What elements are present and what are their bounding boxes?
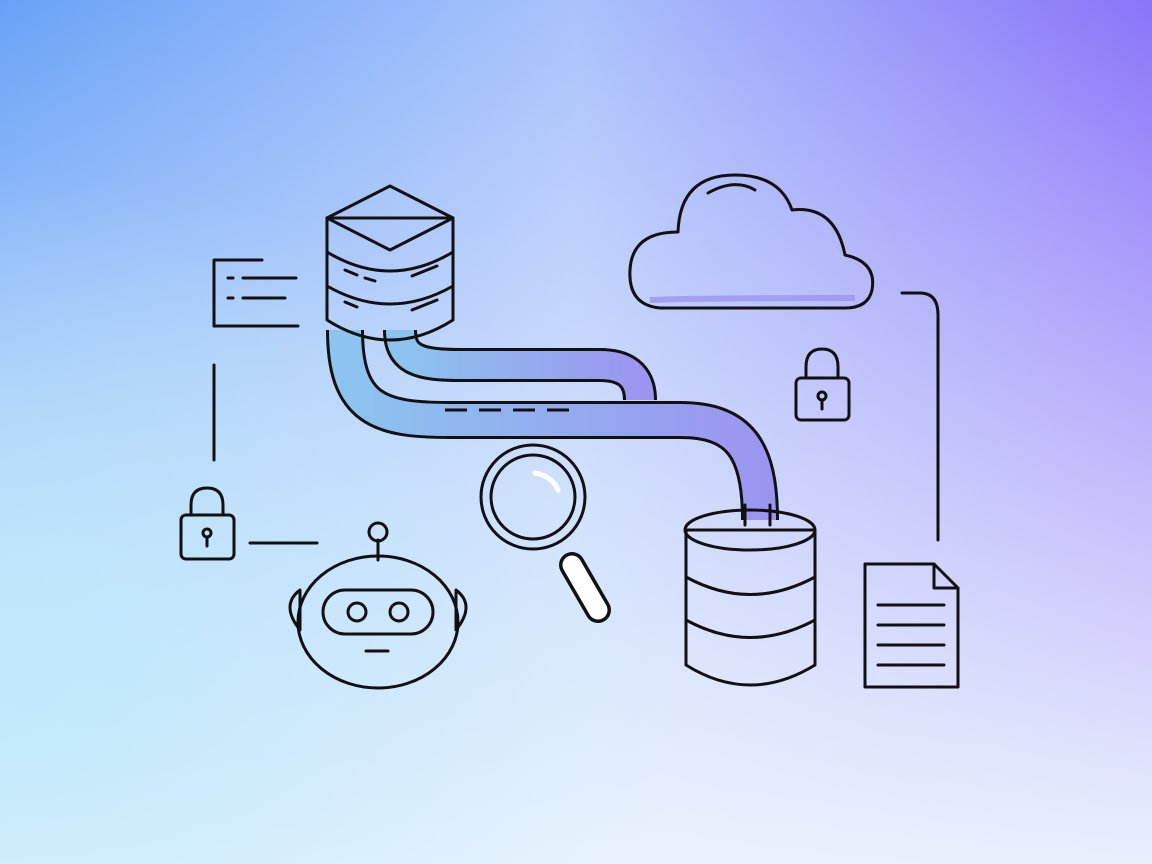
robot-icon (288, 521, 468, 690)
lock-icon (794, 347, 851, 422)
file-document-icon (863, 562, 960, 689)
cloud-icon (628, 173, 875, 310)
server-stack-icon (325, 184, 455, 342)
connector-line (900, 291, 940, 542)
database-icon (683, 503, 817, 687)
lock-icon (179, 486, 236, 561)
pipe-connector-icon (326, 328, 779, 521)
magnifier-icon (479, 443, 611, 623)
text-document-icon (212, 258, 300, 328)
